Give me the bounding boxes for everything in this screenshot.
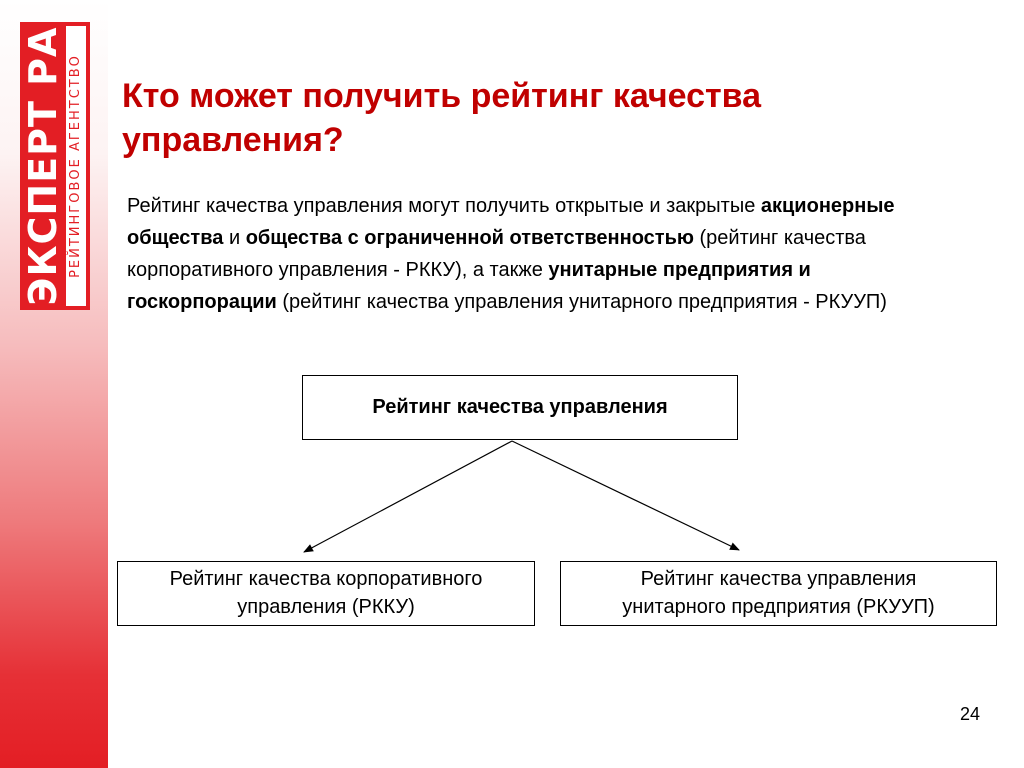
root-node-box: Рейтинг качества управления [302,375,738,440]
rkuup-node-box: Рейтинг качества управления унитарного п… [560,561,997,626]
slide-title: Кто может получить рейтинг качества упра… [122,77,762,159]
paragraph-text-4: (рейтинг качества управления унитарного … [276,291,887,313]
rkku-node-line1: Рейтинг качества корпоративного [169,568,483,590]
rkuup-node-line1: Рейтинг качества управления [640,568,917,590]
paragraph-bold-1: акционерные общества [127,195,895,249]
paragraph-text-3: (рейтинг качества корпоративного управле… [127,227,866,281]
expert-ra-logo: ЭКСПЕРТ РА РЕЙТИНГОВОЕ АГЕНТСТВО [20,22,90,310]
connector-right-arrow [511,440,740,551]
rkuup-node-line2: унитарного предприятия (РКУУП) [622,596,935,618]
rkku-node-box: Рейтинг качества корпоративного управлен… [117,561,535,626]
page-number: 24 [959,704,980,724]
rkku-node-line2: управления (РККУ) [237,596,415,618]
root-node-label: Рейтинг качества управления [372,396,668,418]
connector-left-arrow [303,440,513,553]
description-paragraph: Рейтинг качества управления могут получи… [127,190,957,318]
paragraph-text-1: Рейтинг качества управления могут получи… [127,195,761,217]
paragraph-text-2: и [223,227,246,249]
paragraph-bold-2: общества с ограниченной ответственностью [245,227,694,249]
paragraph-bold-3: унитарные предприятия и госкорпорации [127,259,811,313]
